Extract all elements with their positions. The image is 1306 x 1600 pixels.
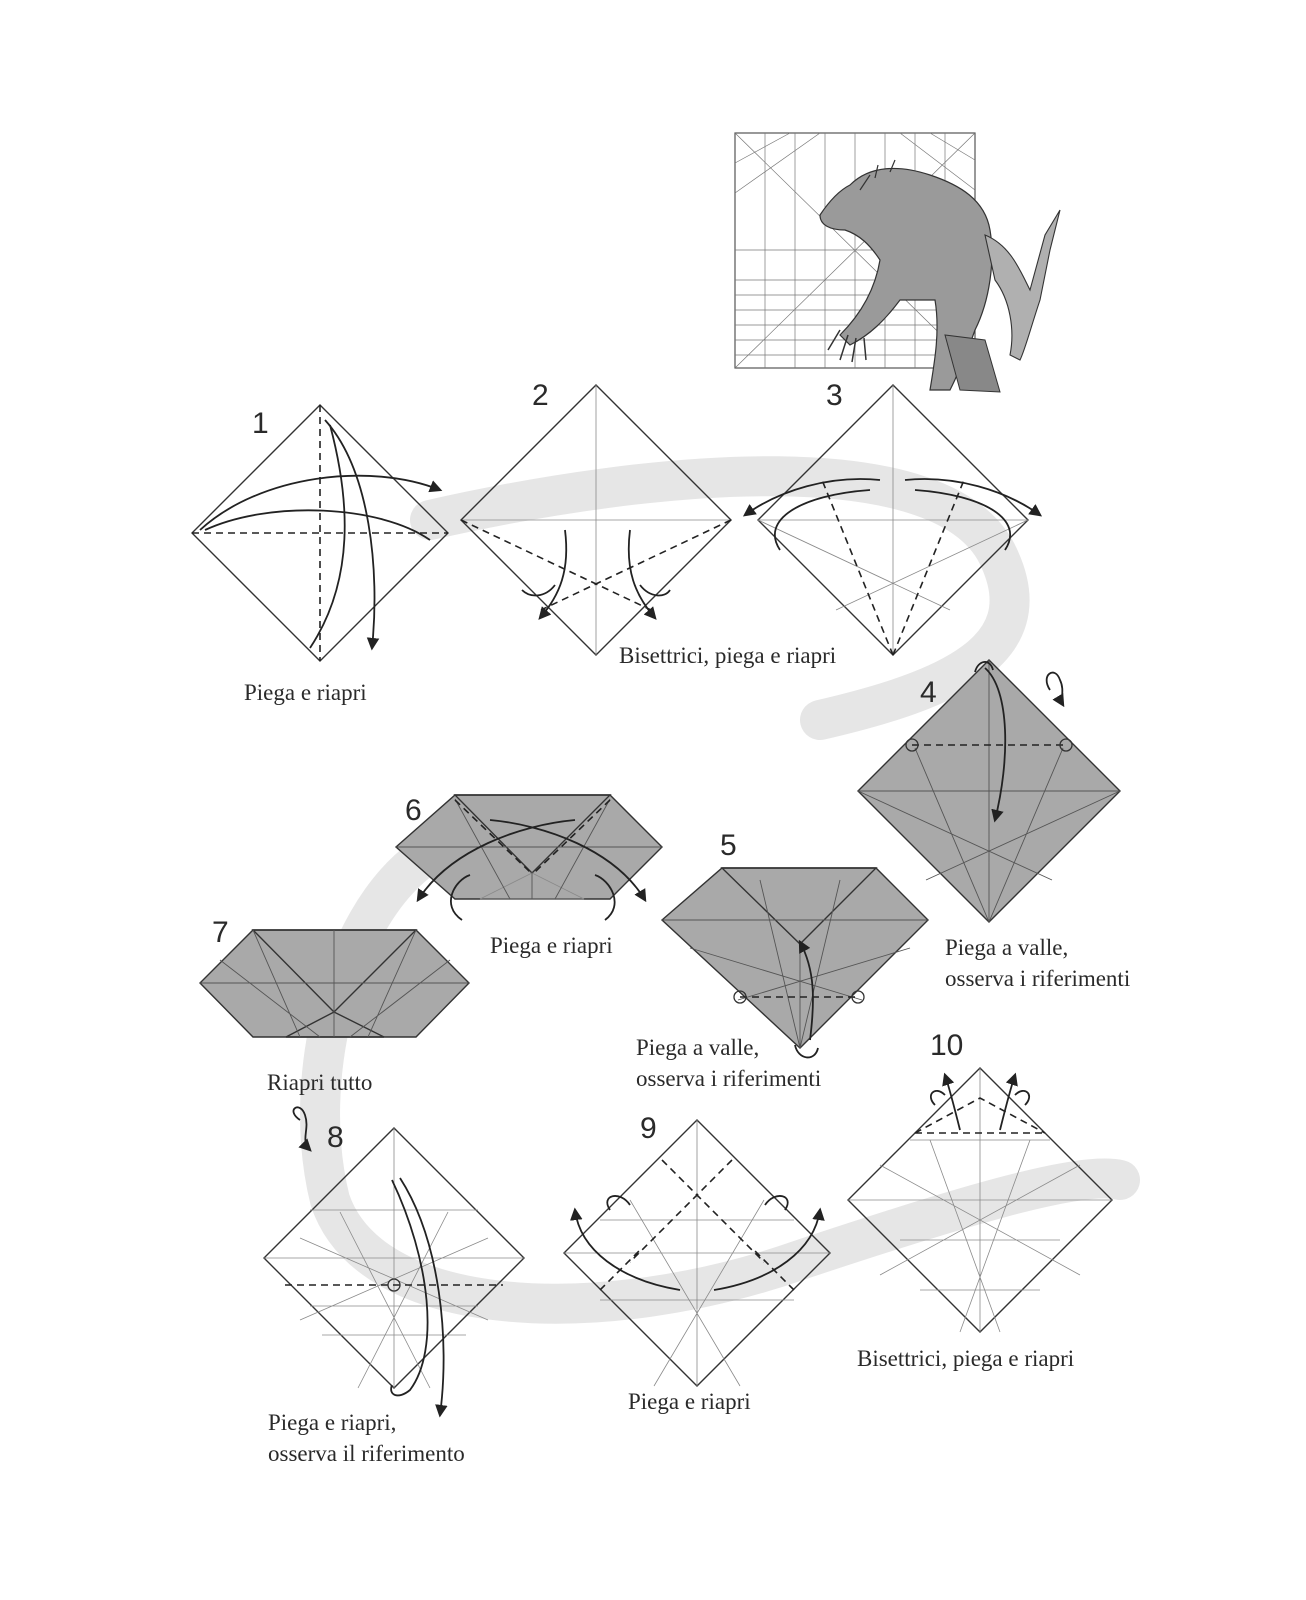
step-7: 7 Riapri tutto [199,916,470,1095]
step-number: 10 [930,1029,963,1062]
step-number: 7 [212,916,229,949]
step-caption: osserva il riferimento [268,1441,465,1466]
reference-point-circle [851,990,865,1004]
shared-caption: Bisettrici, piega e riapri [619,643,836,668]
step-number: 2 [532,379,549,412]
step-caption: Riapri tutto [267,1070,372,1095]
step-10: 10 Bisettrici, piega e riapri [847,1029,1113,1371]
step-5: 5 Piega a valle, osserva i riferimenti [636,829,929,1091]
step-number: 8 [327,1121,344,1154]
turn-over-icon [1045,671,1065,708]
step-caption: Piega e riapri, [268,1410,396,1435]
step-caption: osserva i riferimenti [945,966,1130,991]
step-caption: Piega e riapri [490,933,613,958]
reference-point-circle [387,1278,401,1292]
step-caption: osserva i riferimenti [636,1066,821,1091]
turn-over-icon [292,1106,312,1152]
step-number: 1 [252,407,269,440]
step-6: 6 Piega e riapri [394,794,663,958]
step-number: 5 [720,829,737,862]
step-2: 2 [460,379,732,656]
step-number: 6 [405,794,422,827]
step-8: 8 Piega e riapri, osserva il riferimento [263,1106,525,1466]
step-number: 3 [826,379,843,412]
step-4: 4 Piega a valle, osserva i riferimenti [857,659,1130,991]
step-number: 4 [920,676,937,709]
step-caption: Piega e riapri [628,1389,751,1414]
step-caption: Piega e riapri [244,680,367,705]
step-9: 9 Piega e riapri [563,1112,831,1414]
step-caption: Piega a valle, [945,935,1068,960]
reference-point-circle [905,738,919,752]
step-caption: Piega a valle, [636,1035,759,1060]
finished-model-illustration [734,132,1061,393]
step-3: 3 Bisettrici, piega e riapri [619,379,1043,668]
reference-point-circle [733,990,747,1004]
step-number: 9 [640,1112,657,1145]
reference-point-circle [1059,738,1073,752]
step-caption: Bisettrici, piega e riapri [857,1346,1074,1371]
step-1: 1 Piega e riapri [191,404,449,705]
